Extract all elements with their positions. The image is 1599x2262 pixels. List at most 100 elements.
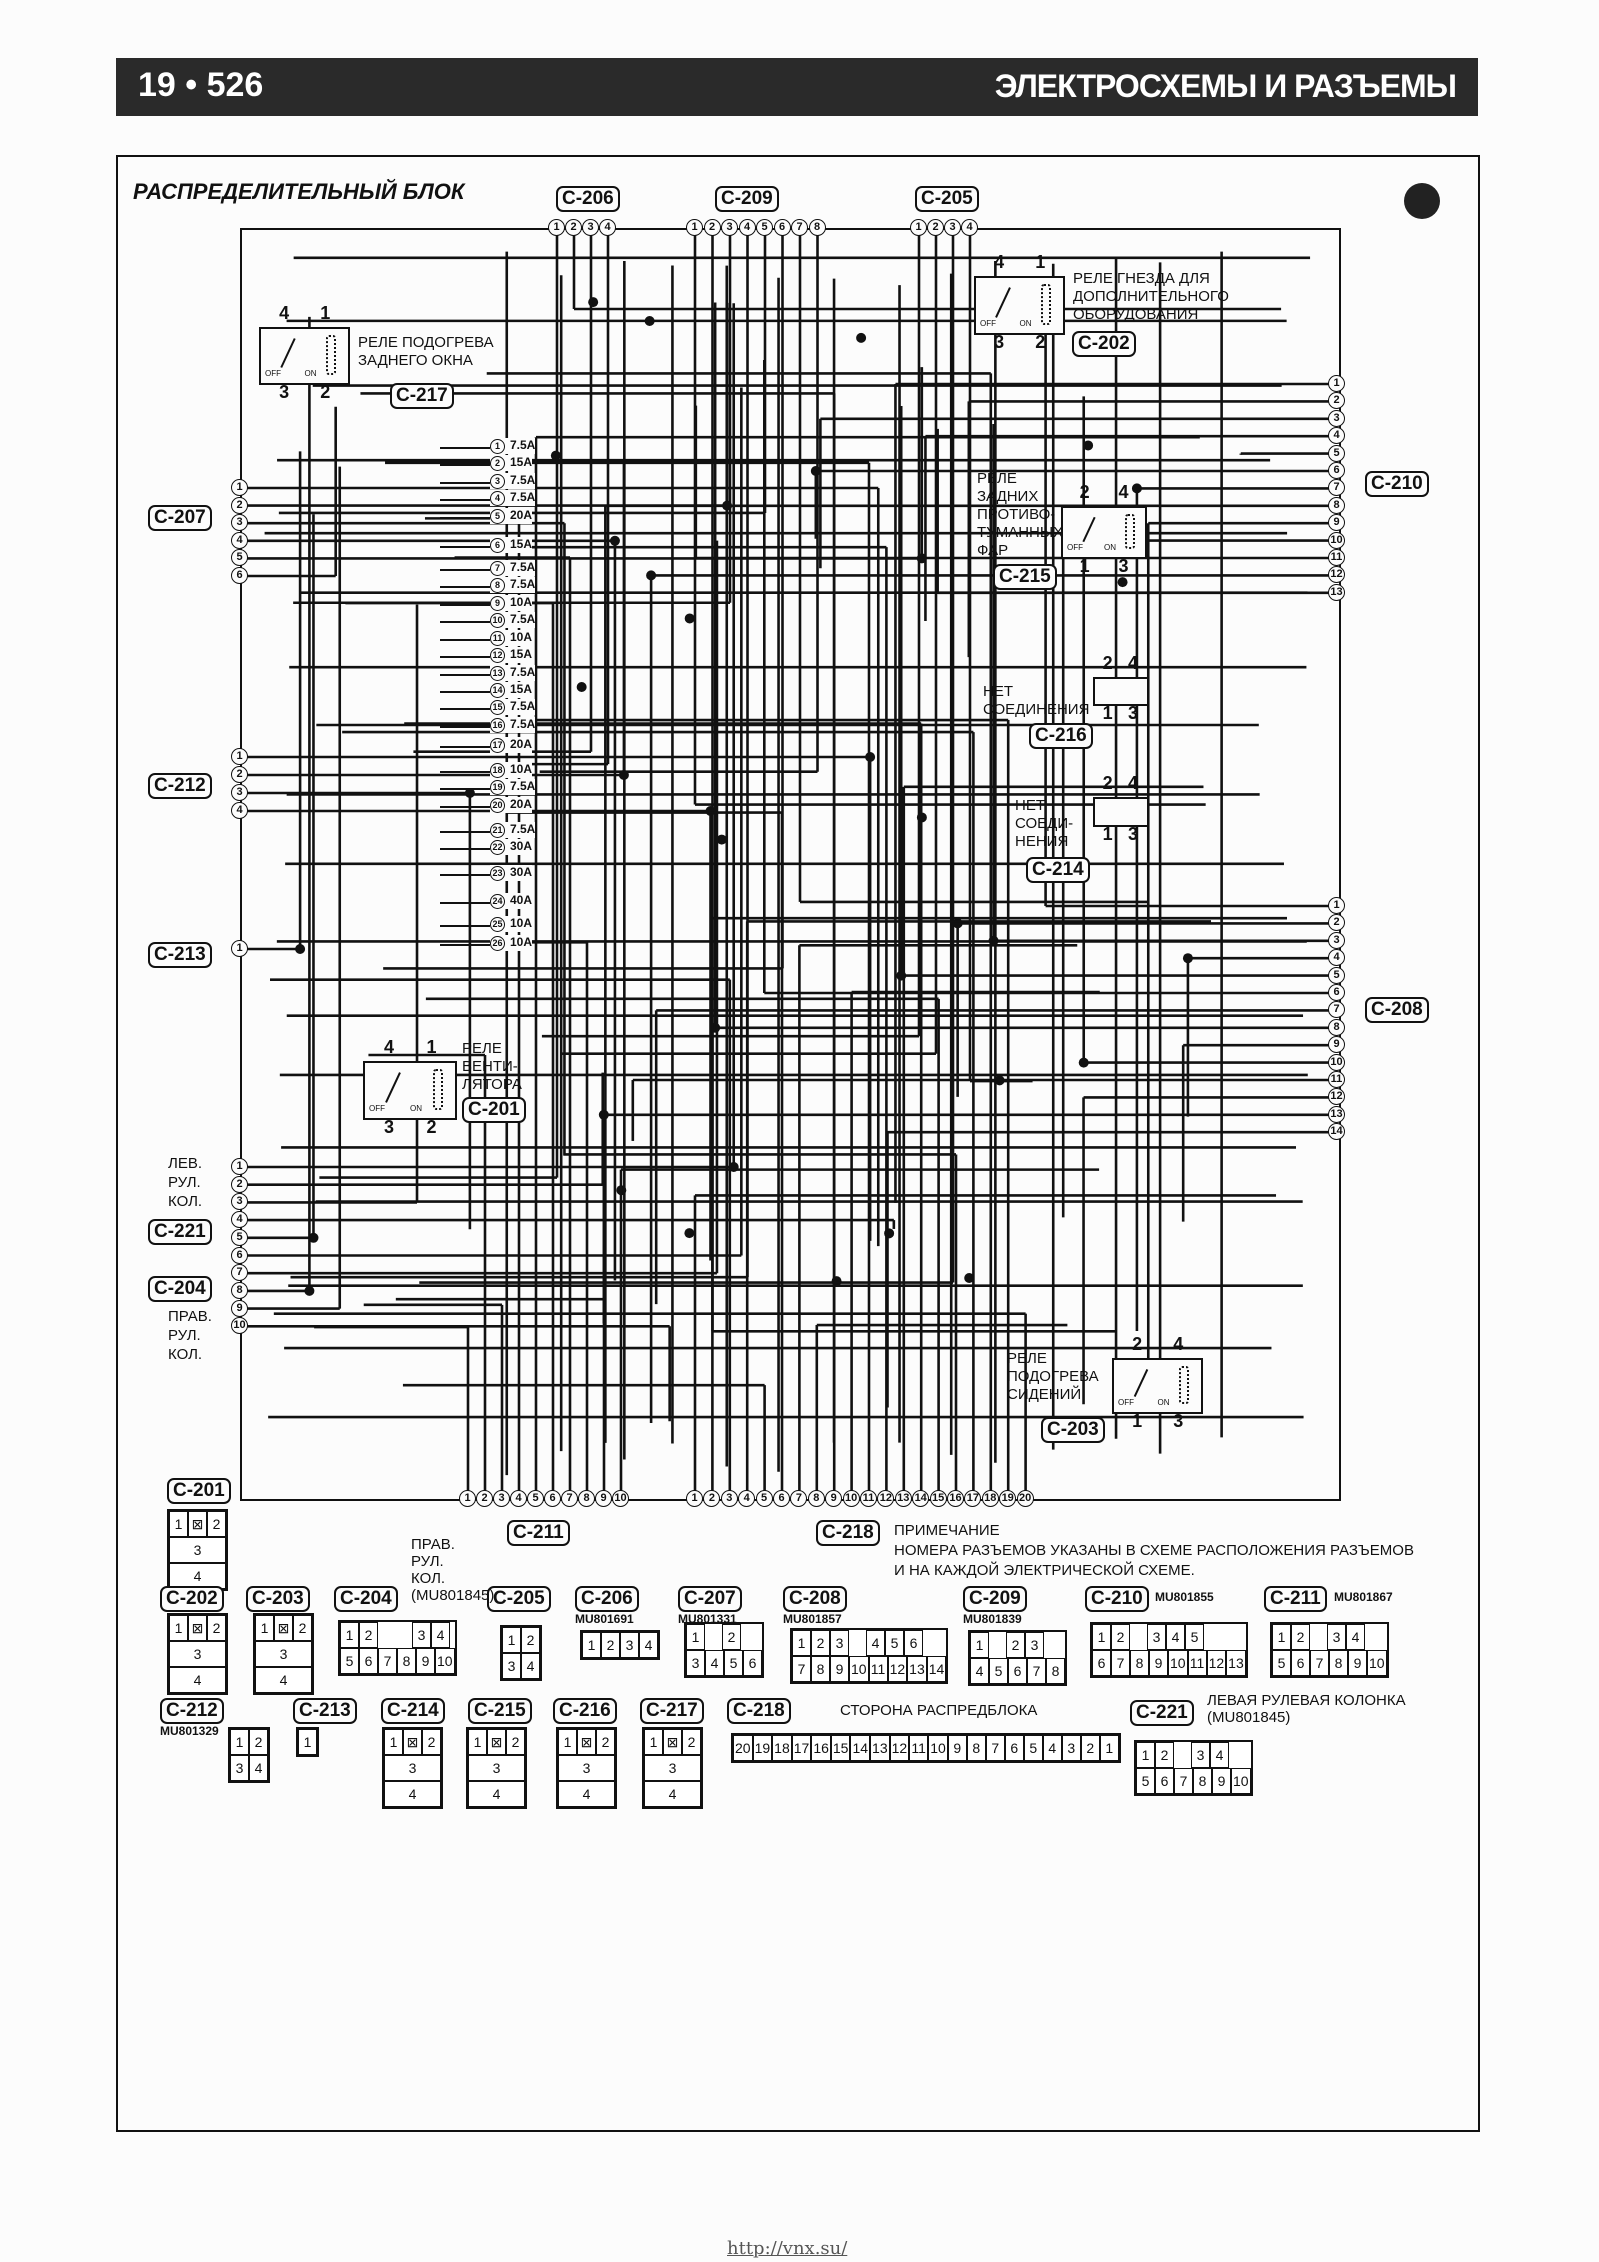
relay-description: ЛЯТОРА bbox=[462, 1076, 522, 1093]
pinout-cell: ⊠ bbox=[274, 1615, 293, 1641]
pinout-cell: 2 bbox=[207, 1615, 226, 1641]
relay-pin: 4 bbox=[1118, 482, 1129, 502]
pinout-cell: 8 bbox=[966, 1735, 986, 1761]
pinout-row: 4 bbox=[255, 1667, 312, 1693]
pinout-cell: 11 bbox=[909, 1735, 929, 1761]
connector-pin: 1 bbox=[231, 479, 248, 496]
fuse-rating: 7.5A bbox=[510, 560, 536, 574]
pinout-cell: 10 bbox=[849, 1656, 869, 1682]
relay-pin: 4 bbox=[384, 1037, 395, 1057]
fuse-rating: 30A bbox=[510, 839, 533, 853]
fuse-rating: 40A bbox=[510, 893, 533, 907]
fuse-number: 24 bbox=[490, 894, 505, 909]
relay-coil-icon bbox=[1041, 284, 1052, 325]
pinout-cell: 1 bbox=[255, 1615, 274, 1641]
pinout-cell: 4 bbox=[249, 1755, 268, 1781]
part-number: MU801857 bbox=[783, 1612, 842, 1626]
pinout-label: C-213 bbox=[293, 1698, 357, 1724]
pinout-label: C-215 bbox=[468, 1698, 532, 1724]
pinout-cell: 4 bbox=[639, 1632, 658, 1658]
fuse-number: 8 bbox=[490, 578, 505, 593]
connector-pin: 8 bbox=[578, 1490, 595, 1507]
connector-label: C-213 bbox=[148, 942, 212, 968]
relay-pin: 1 bbox=[1102, 824, 1113, 844]
pinout-cell: 2 bbox=[811, 1630, 830, 1656]
relay-on-label: ON bbox=[1019, 319, 1032, 328]
pinout-cell: 1 bbox=[468, 1729, 487, 1755]
pinout-cell: 1 bbox=[384, 1729, 403, 1755]
pinout-row: 1⊠2 bbox=[169, 1511, 226, 1537]
pinout-cell bbox=[1130, 1624, 1147, 1648]
connector-pin: 2 bbox=[565, 219, 582, 236]
pinout-row: 4 bbox=[468, 1781, 525, 1807]
left-steering-column-label: КОЛ. bbox=[168, 1193, 203, 1210]
page-header: 19 • 526 ЭЛЕКТРОСХЕМЫ И РАЗЪЕМЫ bbox=[116, 58, 1478, 116]
pinout-cell: 3 bbox=[230, 1755, 249, 1781]
connector-pin: 5 bbox=[756, 219, 773, 236]
fuse-number: 18 bbox=[490, 763, 505, 778]
relay-pin: 1 bbox=[1132, 1411, 1143, 1431]
pinout-row: 1⊠2 bbox=[384, 1729, 441, 1755]
pinout-cell: 5 bbox=[340, 1648, 359, 1674]
connector-pin: 11 bbox=[1328, 1071, 1345, 1088]
junction-dot bbox=[705, 806, 716, 816]
connector-pin: 5 bbox=[755, 1490, 773, 1507]
connector-pin: 5 bbox=[1328, 966, 1345, 984]
pinout-cell: 3 bbox=[1191, 1742, 1210, 1768]
connector-pin: 7 bbox=[231, 1264, 248, 1282]
relay-description: НЕТ bbox=[983, 683, 1013, 700]
connector-pin: 6 bbox=[1328, 462, 1345, 479]
fuse-rating: 7.5A bbox=[510, 612, 536, 626]
relay-description: ЗАДНЕГО ОКНА bbox=[358, 352, 473, 369]
pinout-cell: 3 bbox=[1025, 1632, 1044, 1658]
part-number: MU801839 bbox=[963, 1612, 1022, 1626]
right-column-note: РУЛ. bbox=[411, 1553, 444, 1570]
fuse-number: 10 bbox=[490, 613, 505, 628]
pinout-cell: 7 bbox=[1027, 1658, 1046, 1684]
connector-pin: 8 bbox=[808, 219, 826, 236]
connector-pin: 4 bbox=[961, 219, 978, 236]
pinout-label: C-210 bbox=[1085, 1586, 1149, 1612]
fuse-number: 1 bbox=[490, 439, 505, 454]
junction-dot bbox=[1182, 953, 1193, 964]
pinout-cell: 7 bbox=[792, 1656, 811, 1682]
pinout-label: C-206 bbox=[575, 1586, 639, 1612]
pinout-cell bbox=[395, 1622, 412, 1646]
connector-pin: 3 bbox=[944, 219, 961, 236]
fuse-rating: 7.5A bbox=[510, 665, 536, 679]
connector-pin: 9 bbox=[231, 1299, 248, 1317]
junction-dot bbox=[618, 770, 629, 780]
fuse-number: 9 bbox=[490, 596, 505, 611]
relay-coil-icon bbox=[326, 335, 337, 375]
connector-pin: 7 bbox=[1328, 1001, 1345, 1019]
source-url-link[interactable]: http://vnx.su/ bbox=[727, 2238, 848, 2259]
fuse-number: 25 bbox=[490, 917, 505, 932]
pinout-row: 4 bbox=[384, 1781, 441, 1807]
relay-pin: 3 bbox=[994, 332, 1005, 352]
fuse-rating: 7.5A bbox=[510, 577, 536, 591]
pinout-cell: 2 bbox=[722, 1624, 741, 1650]
relay-description: ПРОТИВО- bbox=[977, 506, 1056, 523]
connector-pin: 8 bbox=[231, 1281, 248, 1299]
pinout-cell: 11 bbox=[1187, 1650, 1207, 1676]
relay-description: СОЕДИ- bbox=[1015, 815, 1074, 832]
right-column-note: ПРАВ. bbox=[411, 1536, 455, 1553]
connector-pin: 1 bbox=[231, 748, 248, 765]
fuse-rating: 15A bbox=[510, 682, 533, 696]
pinout-cell: 7 bbox=[1310, 1650, 1329, 1676]
connector-pin: 7 bbox=[1328, 479, 1345, 497]
connector-pin: 1 bbox=[910, 219, 927, 236]
junction-dot bbox=[716, 834, 727, 845]
